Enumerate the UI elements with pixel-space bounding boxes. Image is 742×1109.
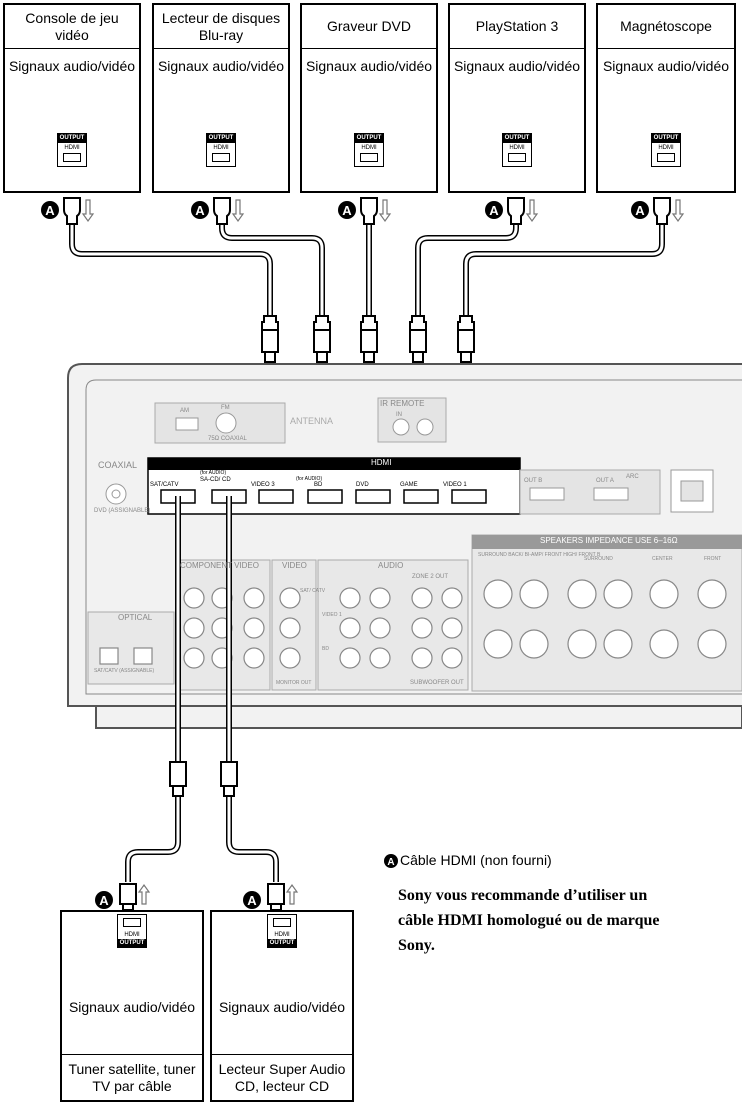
hdmi-input-sat-catv: SAT/CATV (150, 482, 179, 488)
hdmi-plugs (63, 197, 671, 911)
hdmi-socket (360, 153, 378, 162)
hdmi-socket (273, 918, 291, 927)
device-bluray-player: Lecteur de disques Blu-ray Signaux audio… (152, 3, 290, 193)
zone2-label: ZONE 2 OUT (412, 574, 449, 580)
hdmi-input-video3: VIDEO 3 (251, 482, 275, 488)
signal-label: Signaux audio/vidéo (305, 58, 433, 74)
fm-sub-label: 75Ω COAXIAL (208, 436, 247, 442)
speaker-group-surround: SURROUND (584, 556, 613, 562)
hdmi-input-dvd: DVD (356, 482, 369, 488)
hdmi-input-sacd: SA-CD/ CD (200, 477, 231, 483)
audio-label: AUDIO (378, 561, 404, 570)
hdmi-output-port: OUTPUT HDMI (57, 133, 87, 167)
hdmi-socket (63, 153, 81, 162)
hdmi-note-bd: (for AUDIO) (296, 476, 323, 482)
coaxial-label: COAXIAL (98, 460, 138, 470)
video-in-video1: VIDEO 1 (322, 612, 342, 618)
signal-label: Signaux audio/vidéo (218, 999, 346, 1015)
device-playstation3: PlayStation 3 Signaux audio/vidéo OUTPUT… (448, 3, 586, 193)
hdmi-socket (508, 153, 526, 162)
device-name: Graveur DVD (302, 5, 436, 49)
hdmi-label: HDMI (361, 145, 377, 151)
hdmi-label: HDMI (213, 145, 229, 151)
output-label: OUTPUT (57, 134, 87, 143)
hdmi-output-port: HDMI OUTPUT (117, 914, 147, 948)
hdmi-out-b: OUT B (524, 478, 543, 484)
video-in-sat-catv: SAT/ CATV (300, 588, 326, 594)
signal-label: Signaux audio/vidéo (68, 999, 196, 1015)
legend-note-line: Sony vous recommande d’utiliser un (398, 887, 648, 904)
antenna-label: ANTENNA (290, 416, 334, 426)
hdmi-arc: ARC (626, 474, 639, 480)
hdmi-output-port: HDMI OUTPUT (267, 914, 297, 948)
output-label: OUTPUT (206, 134, 236, 143)
hdmi-output-port: OUTPUT HDMI (651, 133, 681, 167)
output-label: OUTPUT (267, 939, 297, 948)
hdmi-cables-top (69, 222, 665, 322)
hdmi-input-game: GAME (400, 482, 418, 488)
device-name: Lecteur de disques Blu-ray (154, 5, 288, 49)
speaker-group-surround-back: SURROUND BACK/ BI-AMP/ FRONT HIGH/ FRONT… (478, 552, 601, 558)
device-name: Magnétoscope (598, 5, 734, 49)
output-label: OUTPUT (651, 134, 681, 143)
output-label: OUTPUT (354, 134, 384, 143)
legend-note: Sony vous recommande d’utiliser un câble… (398, 883, 659, 958)
subwoofer-label: SUBWOOFER OUT (410, 680, 464, 686)
speakers-label: SPEAKERS IMPEDANCE USE 6–16Ω (540, 536, 678, 545)
signal-direction-arrows (81, 199, 685, 905)
hdmi-output-port: OUTPUT HDMI (354, 133, 384, 167)
fm-label: FM (221, 405, 230, 411)
hdmi-input-bd: BD (314, 482, 323, 488)
legend-cable-description: Câble HDMI (non fourni) (400, 852, 552, 868)
device-name: PlayStation 3 (450, 5, 584, 49)
hdmi-input-video1: VIDEO 1 (443, 482, 467, 488)
hdmi-panel-title: HDMI (371, 458, 392, 467)
device-vcr: Magnétoscope Signaux audio/vidéo OUTPUT … (596, 3, 736, 193)
hdmi-out-a: OUT A (596, 478, 614, 484)
hdmi-output-port: OUTPUT HDMI (206, 133, 236, 167)
monitor-out-label: MONITOR OUT (276, 680, 312, 686)
device-dvd-recorder: Graveur DVD Signaux audio/vidéo OUTPUT H… (300, 3, 438, 193)
hdmi-socket (123, 918, 141, 927)
hdmi-output-port: OUTPUT HDMI (502, 133, 532, 167)
legend-note-line: câble HDMI homologué ou de marque (398, 912, 660, 929)
hdmi-label: HDMI (274, 932, 290, 938)
optical-label: OPTICAL (118, 613, 153, 622)
hdmi-label: HDMI (509, 145, 525, 151)
signal-label: Signaux audio/vidéo (453, 58, 581, 74)
hdmi-socket (657, 153, 675, 162)
component-video-label: COMPONENT VIDEO (180, 561, 259, 570)
av-receiver (67, 363, 742, 729)
speaker-group-center: CENTER (652, 556, 673, 562)
speaker-group-front: FRONT (704, 556, 722, 562)
coaxial-sub-label: DVD (ASSIGNABLE) (94, 508, 151, 514)
ir-remote-label: IR REMOTE (380, 399, 425, 408)
device-name: Tuner satellite, tuner TV par câble (62, 1054, 202, 1100)
video-in-bd: BD (322, 646, 329, 652)
video-label: VIDEO (282, 561, 307, 570)
hdmi-label: HDMI (124, 932, 140, 938)
signal-label: Signaux audio/vidéo (602, 58, 730, 74)
signal-label: Signaux audio/vidéo (157, 58, 285, 74)
hdmi-label: HDMI (64, 145, 80, 151)
device-name: Lecteur Super Audio CD, lecteur CD (212, 1054, 352, 1100)
hdmi-note-sacd: (for AUDIO) (200, 470, 227, 476)
device-game-console: Console de jeu vidéo Signaux audio/vidéo… (3, 3, 141, 193)
am-label: AM (180, 408, 189, 414)
device-name: Console de jeu vidéo (5, 5, 139, 49)
device-satellite-tuner: HDMI OUTPUT Signaux audio/vidéo Tuner sa… (60, 910, 204, 1102)
ir-in-label: IN (396, 412, 402, 418)
hdmi-socket (212, 153, 230, 162)
signal-label: Signaux audio/vidéo (8, 58, 136, 74)
output-label: OUTPUT (502, 134, 532, 143)
optical-sub-label: SAT/CATV (ASSIGNABLE) (94, 668, 155, 674)
legend-note-line: Sony. (398, 937, 435, 954)
hdmi-label: HDMI (658, 145, 674, 151)
output-label: OUTPUT (117, 939, 147, 948)
device-super-audio-cd: HDMI OUTPUT Signaux audio/vidéo Lecteur … (210, 910, 354, 1102)
